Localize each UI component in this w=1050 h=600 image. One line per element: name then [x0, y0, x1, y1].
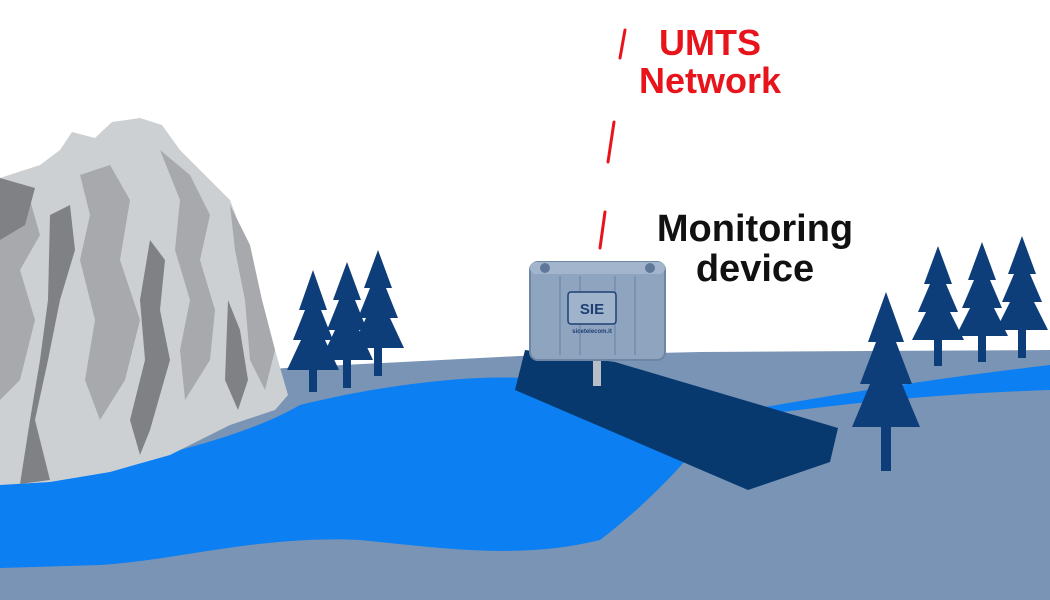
pine-tree-icon: [996, 236, 1048, 358]
trees-left: [287, 250, 404, 392]
device-brand-url: sicetelecom.it: [572, 329, 612, 335]
device-logo-plate: [567, 291, 617, 325]
pine-tree-icon: [352, 250, 404, 376]
pine-tree-icon: [912, 246, 964, 366]
device-logo: SIE: [580, 301, 604, 318]
device-corner-bolt: [645, 263, 655, 273]
river-water: [0, 365, 1050, 568]
device-label-line1: Monitoring: [656, 208, 854, 250]
signal-dash: [598, 210, 607, 250]
device-corner-bolt: [540, 263, 550, 273]
umts-label-line1: UMTS: [659, 22, 761, 63]
device-pole: [593, 356, 601, 386]
pine-tree-icon: [287, 270, 339, 392]
umts-label-line2: Network: [638, 59, 782, 101]
device-label-line2: device: [695, 247, 815, 290]
signal-wave-icon: [598, 28, 627, 250]
umts-network-label: UMTS Network: [600, 24, 820, 100]
pine-tree-icon: [852, 292, 920, 471]
rock-cliff-shadow: [0, 178, 248, 484]
trees-right: [852, 236, 1048, 471]
device-lid: [530, 262, 665, 274]
signal-dash: [618, 28, 627, 60]
rock-cliff-icon: [0, 118, 288, 485]
pine-tree-icon: [956, 242, 1008, 362]
monitoring-box-icon: SIE sicetelecom.it: [529, 261, 666, 386]
rock-cliff-mid: [0, 150, 275, 420]
monitoring-device-label: Monitoring device: [630, 208, 880, 290]
signal-dash: [606, 120, 616, 164]
